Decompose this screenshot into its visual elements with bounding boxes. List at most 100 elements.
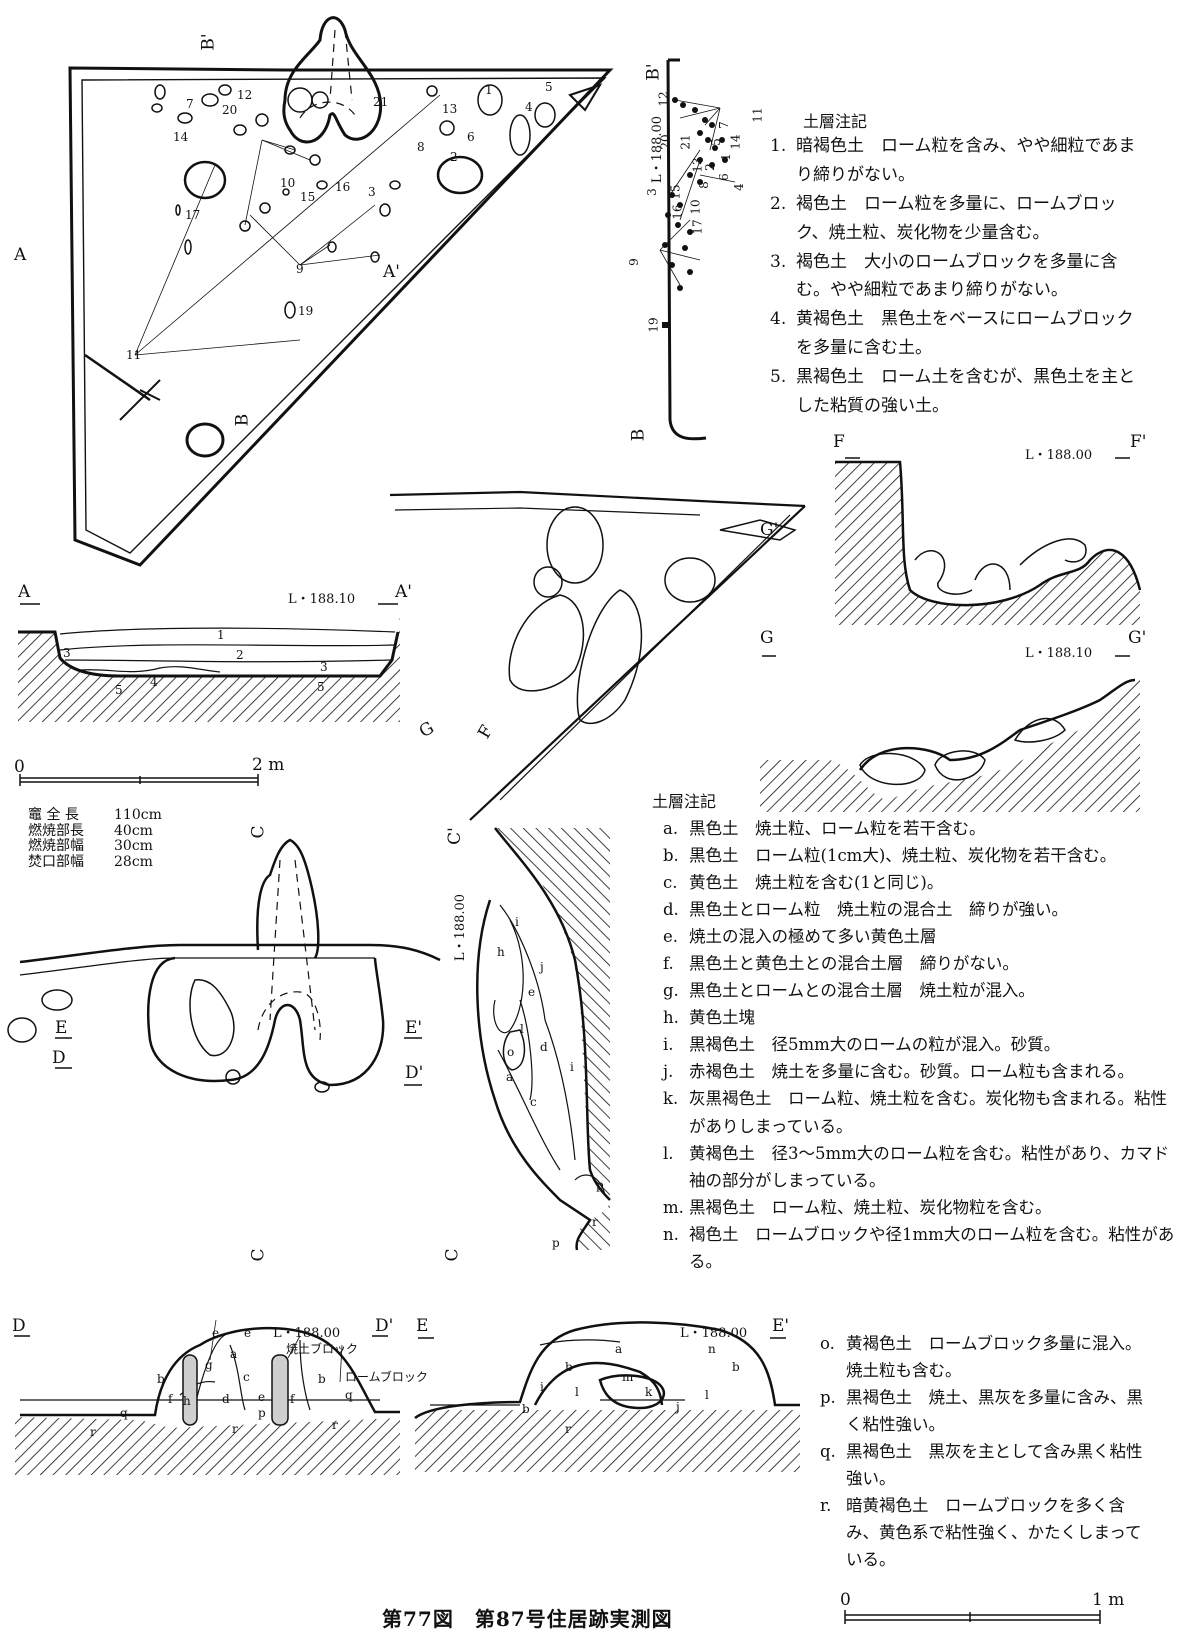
layer-label: b	[732, 1360, 740, 1374]
layer-label: r	[565, 1422, 571, 1436]
note-item: 4.黄褐色土 黒色土をベースにロームブロックを多量に含む土。	[770, 309, 1134, 359]
section-d-profile	[14, 1319, 400, 1475]
profile-number: 4	[731, 183, 746, 191]
profile-number: 2	[702, 163, 717, 171]
profile-number: 1	[718, 153, 733, 161]
profile-number: 10	[688, 199, 703, 215]
artifact-number: 5	[545, 80, 553, 94]
profile-number: 5	[708, 138, 723, 146]
note-item: l.黄褐色土 径3～5mm大のローム粒を含む。粘性があり、カマド袖の部分がしまっ…	[663, 1143, 1170, 1190]
scale-1m-zero: 0	[840, 1590, 851, 1610]
note-item: m.黒褐色土 ローム粒、焼土粒、炭化物粒を含む。	[663, 1197, 1052, 1217]
section-a-profile	[18, 603, 400, 722]
profile-number: 16	[670, 204, 685, 220]
layer-label: f	[168, 1392, 173, 1406]
layer-label: b	[157, 1372, 165, 1386]
layer-label: l	[575, 1385, 579, 1399]
annotation-loam-block: ロームブロック	[345, 1370, 428, 1384]
profile-number: 21	[678, 134, 693, 150]
kamado-mark-e: E	[55, 1018, 68, 1038]
note-item: n.褐色土 ロームブロックや径1mm大のローム粒を含む。粘性がある。	[663, 1224, 1175, 1271]
section-a-left: A	[18, 582, 31, 602]
layer-label: b	[318, 1372, 326, 1386]
profile-number: 12	[656, 91, 671, 107]
profile-number: 15	[668, 184, 683, 200]
layer-label: 3	[63, 646, 71, 660]
layer-label: r	[90, 1425, 96, 1439]
layer-label: j	[540, 960, 544, 974]
layer-label: 2	[236, 648, 244, 662]
section-b-profile	[659, 58, 736, 441]
section-g-level: L・188.10	[1025, 646, 1093, 661]
layer-label: p	[552, 1236, 560, 1250]
section-a-level: L・188.10	[288, 592, 356, 607]
profile-number: 14	[728, 134, 743, 150]
layer-label: o	[507, 1045, 515, 1059]
artifact-number: 2	[450, 150, 458, 164]
layer-label: h	[497, 945, 505, 959]
notes-top-title: 土層注記	[803, 112, 868, 131]
layer-label: g	[205, 1358, 213, 1372]
layer-label: l	[520, 1022, 524, 1036]
mark-b-prime: B'	[198, 33, 219, 51]
layer-label: j	[676, 1400, 680, 1414]
artifact-number: 10	[280, 176, 296, 190]
section-d-right: D'	[375, 1316, 394, 1336]
section-a-right: A'	[395, 582, 412, 602]
note-item: g.黒色土とロームとの混合土層 焼土粒が混入。	[663, 981, 1035, 1001]
artifact-number: 19	[298, 304, 314, 318]
scale-2m-zero: 0	[14, 757, 25, 777]
layer-label: 5	[317, 680, 325, 694]
scale-1m-end: 1 m	[1092, 1590, 1125, 1610]
note-item: f.黒色土と黄色土との混合土層 締りがない。	[663, 954, 1019, 974]
notes-top-list: 1.暗褐色土 ローム粒を含み、やや細粒であまり締りがない。 2.褐色土 ローム粒…	[770, 132, 1140, 421]
artifact-number: 20	[222, 103, 238, 117]
note-item: 3.褐色土 大小のロームブロックを多量に含む。やや細粒であまり締りがない。	[770, 251, 1118, 301]
artifact-number: 6	[467, 130, 475, 144]
section-g-left: G	[760, 628, 774, 648]
note-item: o.黄褐色土 ロームブロック多量に混入。焼土粒も含む。	[820, 1334, 1142, 1381]
layer-label: h	[183, 1394, 191, 1408]
kamado-mark-c-top: C	[248, 825, 269, 839]
kamado-mark-c-bottom: C	[248, 1248, 269, 1262]
mark-b-prime-profile: B'	[643, 63, 664, 81]
layer-label: e	[528, 985, 536, 999]
note-item: k.灰黒褐色土 ローム粒、焼土粒を含む。炭化物も含まれる。粘性がありしまっている…	[663, 1089, 1168, 1136]
section-d-left: D	[12, 1316, 26, 1336]
section-g-right: G'	[1128, 628, 1147, 648]
layer-label: q	[120, 1406, 128, 1420]
section-g-profile	[760, 655, 1140, 812]
layer-label: a	[506, 1070, 514, 1084]
note-item: q.黒褐色土 黒灰を主として含み黒く粘性強い。	[820, 1442, 1143, 1489]
layer-label: c	[243, 1370, 250, 1384]
note-item: 5.黒褐色土 ローム土を含むが、黒色土を主とした粘質の強い土。	[770, 367, 1136, 417]
layer-label: l	[705, 1388, 709, 1402]
artifact-number: 13	[442, 102, 458, 116]
notes-bottom-title: 土層注記	[652, 792, 717, 811]
section-e-profile	[414, 1321, 800, 1472]
section-c-profile	[476, 827, 611, 1251]
layer-label: i	[570, 1060, 574, 1074]
note-item: p.黒褐色土 焼土、黒灰を多量に含み、黒く粘性強い。	[820, 1388, 1143, 1435]
layer-label: m	[622, 1370, 634, 1384]
layer-label: i	[515, 915, 519, 929]
kamado-mark-e-prime: E'	[405, 1018, 423, 1038]
layer-label: a	[615, 1342, 623, 1356]
artifact-number: 14	[173, 130, 189, 144]
note-item: c.黄色土 焼土粒を含む(1と同じ)。	[663, 873, 944, 893]
artifact-dots	[662, 97, 728, 328]
layer-label: k	[645, 1385, 653, 1399]
profile-number: 9	[626, 258, 641, 266]
scale-bar-1m	[844, 1610, 1101, 1624]
layer-label: b	[565, 1360, 573, 1374]
artifact-number: 17	[185, 208, 201, 222]
profile-number: 6	[716, 173, 731, 181]
layer-label: p	[258, 1406, 266, 1420]
notes-bottom-list: a.黒色土 焼土粒、ローム粒を若干含む。 b.黒色土 ローム粒(1cm大)、焼土…	[663, 815, 1183, 1275]
note-item: a.黒色土 焼土粒、ローム粒を若干含む。	[663, 819, 986, 838]
detail-mark-g-prime: G'	[760, 520, 779, 540]
note-item: d.黒色土とローム粒 焼土粒の混合土 締りが強い。	[663, 900, 1069, 920]
